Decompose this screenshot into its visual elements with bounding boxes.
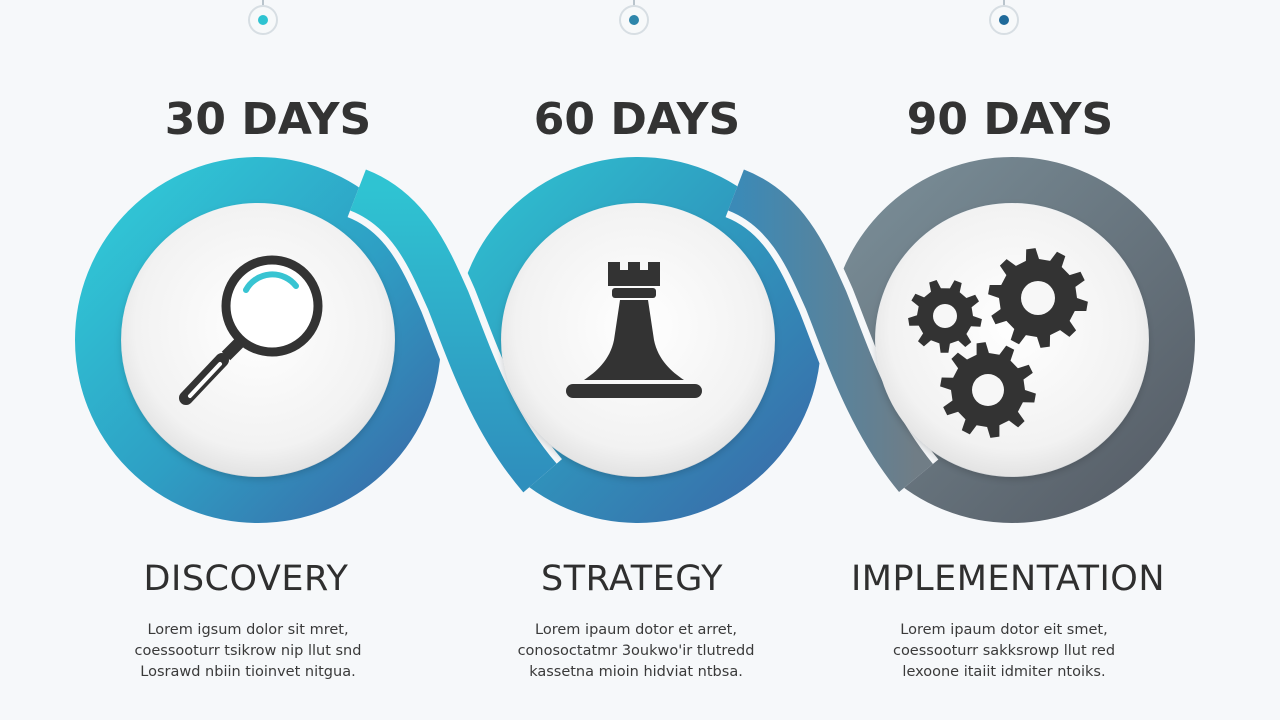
svg-text:Losrawd nbiin tioinvet nitgua.: Losrawd nbiin tioinvet nitgua. [140, 664, 355, 680]
stage-1-days: 30 DAYS [165, 94, 371, 145]
svg-text:coessooturr sakksrowp llut red: coessooturr sakksrowp llut red [893, 643, 1115, 659]
stage-3-description: Lorem ipaum dotor eit smet, coessooturr … [893, 622, 1115, 680]
stage-3-days: 90 DAYS [907, 94, 1113, 145]
svg-text:coessooturr tsikrow nip llut s: coessooturr tsikrow nip llut snd [135, 643, 362, 659]
svg-text:Lorem ipaum dotor et arret,: Lorem ipaum dotor et arret, [535, 622, 737, 638]
stage-1-title: DISCOVERY [144, 559, 349, 599]
stage-3-pin [989, 0, 1019, 35]
svg-text:Lorem igsum dolor sit mret,: Lorem igsum dolor sit mret, [147, 622, 348, 638]
gear-hole [933, 304, 957, 328]
chess-rook-icon [566, 262, 702, 398]
stage-2-title: STRATEGY [541, 559, 723, 599]
stage-1-pin [248, 0, 278, 35]
connector-ribbon [75, 157, 1195, 523]
gear-hole [1021, 281, 1055, 315]
magnifying-glass-icon [179, 255, 323, 405]
stage-2-description: Lorem ipaum dotor et arret, conosoctatmr… [518, 622, 755, 680]
svg-text:conosoctatmr 3oukwo'ir tlutred: conosoctatmr 3oukwo'ir tlutredd [518, 643, 755, 659]
svg-text:Lorem ipaum dotor eit smet,: Lorem ipaum dotor eit smet, [900, 622, 1107, 638]
stage-2-pin [619, 0, 649, 35]
stage-2-days: 60 DAYS [534, 94, 740, 145]
svg-text:lexoone itaiit idmiter ntoiks.: lexoone itaiit idmiter ntoiks. [902, 664, 1105, 680]
stage-1-description: Lorem igsum dolor sit mret, coessooturr … [135, 622, 362, 680]
svg-text:kassetna mioin hidviat ntbsa.: kassetna mioin hidviat ntbsa. [529, 664, 743, 680]
gears-icon [908, 248, 1088, 438]
gear-hole [972, 374, 1004, 406]
stage-3-title: IMPLEMENTATION [851, 559, 1165, 599]
